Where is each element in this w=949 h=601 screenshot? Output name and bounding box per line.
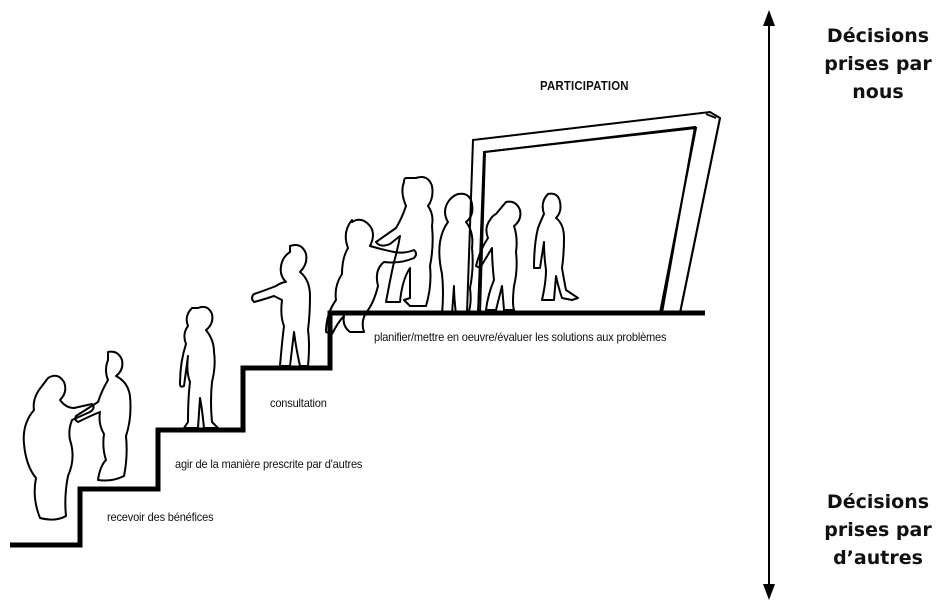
scale-top-line-3: nous [852, 81, 904, 103]
picture-frame-icon [465, 110, 722, 314]
step-label-act-as-prescribed: agir de la manière prescrite par d'autre… [175, 457, 363, 471]
step-label-receive-benefits: recevoir des bénéfices [107, 510, 214, 524]
staircase-outline [10, 310, 705, 548]
person-figure-2 [74, 350, 132, 482]
scale-bottom-label: Décisions prises par d’autres [808, 488, 948, 572]
person-figure-3 [179, 305, 219, 429]
person-figure-9 [533, 192, 579, 301]
scale-bottom-line-1: Décisions [826, 491, 930, 513]
person-figure-8 [475, 200, 522, 311]
step-label-consultation: consultation [270, 396, 327, 410]
scale-bottom-line-3: d’autres [833, 547, 923, 569]
scale-top-label: Décisions prises par nous [808, 22, 948, 106]
person-figure-5 [325, 218, 417, 335]
step-label-plan-implement-evaluate: planifier/mettre en oeuvre/évaluer les s… [374, 330, 667, 344]
double-headed-arrow-icon [763, 10, 775, 600]
person-figure-7 [438, 192, 474, 315]
person-figure-6 [375, 176, 434, 307]
staircase [10, 310, 705, 548]
person-figure-4 [251, 244, 311, 367]
participation-title: PARTICIPATION [540, 78, 629, 93]
scale-top-line-1: Décisions [826, 25, 930, 47]
people-figures [22, 176, 579, 521]
scale-top-line-2: prises par [824, 53, 932, 75]
person-figure-1 [22, 374, 95, 521]
scale-bottom-line-2: prises par [824, 519, 932, 541]
